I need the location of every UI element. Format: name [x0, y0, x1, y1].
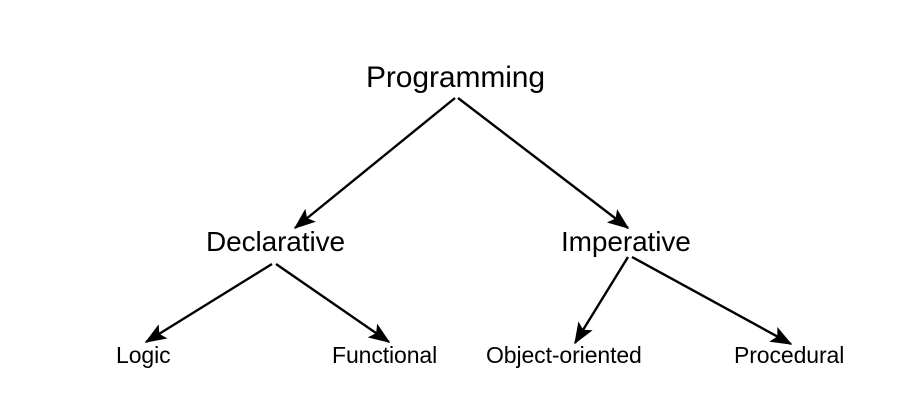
edge-declarative-to-logic	[144, 262, 273, 344]
node-programming[interactable]: Programming	[366, 61, 545, 94]
edge-group	[144, 97, 793, 346]
node-declarative[interactable]: Declarative	[206, 226, 345, 257]
edge-imperative-to-object-oriented	[573, 256, 630, 345]
edge-imperative-to-procedural	[631, 255, 793, 346]
edge-programming-to-imperative	[457, 97, 630, 229]
edge-declarative-to-functional	[275, 263, 391, 343]
edge-programming-to-declarative	[293, 97, 456, 229]
node-procedural[interactable]: Procedural	[734, 342, 845, 368]
node-object-oriented[interactable]: Object-oriented	[486, 342, 642, 368]
node-imperative[interactable]: Imperative	[561, 226, 691, 257]
node-functional[interactable]: Functional	[332, 342, 438, 368]
node-logic[interactable]: Logic	[116, 342, 171, 368]
